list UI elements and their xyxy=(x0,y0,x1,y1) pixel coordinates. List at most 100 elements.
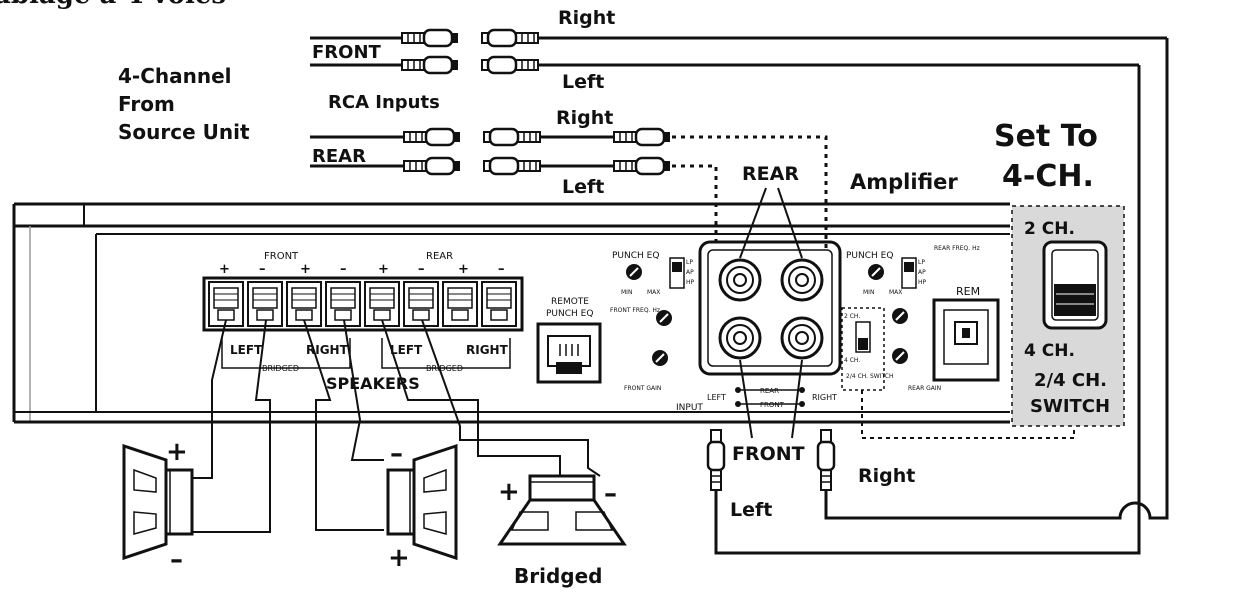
terminal-right-label: RIGHT xyxy=(306,343,349,357)
front-left-plug-label: Left xyxy=(730,499,772,521)
speakers-label: SPEAKERS xyxy=(326,374,420,393)
rca-rear-left-label: Left xyxy=(562,176,604,198)
terminal-plus-3: + xyxy=(378,262,389,277)
remote-punch-eq-port: REMOTE PUNCH EQ xyxy=(536,297,602,384)
max-label-front: MAX xyxy=(647,289,660,296)
rca-front-right-label: Right xyxy=(558,7,615,29)
input-right-label: RIGHT xyxy=(812,393,837,402)
amplifier-chassis xyxy=(12,202,1010,424)
terminal-front-left-minus xyxy=(247,281,283,327)
input-front-label: FRONT xyxy=(760,401,785,409)
terminal-minus-4: – xyxy=(498,262,505,277)
terminal-plus-2: + xyxy=(300,262,311,277)
terminal-front-right-minus xyxy=(325,281,361,327)
small-switch-label: 2/4 CH. SWITCH xyxy=(846,373,894,380)
punch-eq-label-rear: PUNCH EQ xyxy=(846,251,893,261)
rca-plug-front-right-source xyxy=(400,28,460,48)
speaker-bridged-plus: + xyxy=(498,477,520,507)
terminal-bridged-label-rear: BRIDGED xyxy=(426,364,463,373)
rca-plug-front-left-amp xyxy=(480,55,540,75)
terminal-front-right-plus xyxy=(286,281,322,327)
big-switch-label-line1: 2/4 CH. xyxy=(1034,370,1107,391)
rem-terminal: REM xyxy=(932,285,1000,382)
set-to-4ch-label: 4-CH. xyxy=(1002,159,1094,194)
input-rear-label: REAR xyxy=(760,387,779,395)
rca-plug-rear-right-mid xyxy=(482,127,542,147)
terminal-left-label-rear: LEFT xyxy=(390,343,423,357)
input-jack-rear-right xyxy=(780,258,824,302)
front-filter-switch xyxy=(669,257,685,289)
source-label-line3: Source Unit xyxy=(118,120,250,144)
switch-callout-line xyxy=(861,390,1075,439)
set-to-label: Set To xyxy=(994,119,1098,154)
terminal-front-left-plus xyxy=(208,281,244,327)
punch-eq-label-front: PUNCH EQ xyxy=(612,251,659,261)
terminal-front-label: FRONT xyxy=(264,251,299,262)
rca-plug-rear-left-amp xyxy=(612,156,672,176)
speaker-front-right: – + xyxy=(386,439,458,573)
rca-plug-front-left-source xyxy=(400,55,460,75)
rear-freq-label: REAR FREQ. Hz xyxy=(934,245,980,252)
ap-label-front: AP xyxy=(686,269,694,276)
rear-gain-label: REAR GAIN xyxy=(908,385,941,392)
terminal-plus-4: + xyxy=(458,262,469,277)
remote-label-line1: REMOTE xyxy=(551,297,589,307)
terminal-rear-right-minus xyxy=(481,281,517,327)
rca-front-label: FRONT xyxy=(312,42,382,63)
speaker-terminal-block: FRONT REAR + – + – + – + – LEFT RIGHT LE… xyxy=(202,251,524,393)
input-jack-rear-left xyxy=(718,258,762,302)
front-inputs-label: FRONT xyxy=(732,443,805,465)
terminal-left-label: LEFT xyxy=(230,343,263,357)
input-jack-panel: REAR INPUT LEFT RIGHT REAR FRONT FRONT xyxy=(676,163,842,465)
bridged-label: Bridged xyxy=(514,564,602,588)
front-freq-label: FRONT FREQ. Hz xyxy=(610,307,660,314)
speaker-front-left-plus: + xyxy=(166,437,188,467)
rca-plug-rear-right-source xyxy=(402,127,462,147)
big-switch-label-line2: SWITCH xyxy=(1030,396,1110,417)
max-label-rear: MAX xyxy=(889,289,902,296)
terminal-minus-3: – xyxy=(418,262,425,277)
lp-label-front: LP xyxy=(686,259,693,266)
terminal-minus-1: – xyxy=(259,262,266,277)
small-switch-2ch-label: 2 CH. xyxy=(844,313,860,320)
front-right-cable xyxy=(824,38,1169,520)
rear-filter-switch xyxy=(901,257,917,289)
punch-eq-knob-front xyxy=(625,263,643,281)
front-controls: PUNCH EQ MIN MAX LP AP HP FRONT FREQ. Hz… xyxy=(610,251,695,392)
punch-eq-knob-rear xyxy=(867,263,885,281)
input-jack-front-right xyxy=(780,316,824,360)
front-left-rca-plug xyxy=(706,428,726,492)
speaker-front-left-minus: – xyxy=(170,545,183,575)
hp-label-rear: HP xyxy=(918,279,927,286)
rca-heading: RCA Inputs xyxy=(328,92,440,113)
speaker-bridged: + – Bridged xyxy=(497,474,627,588)
speaker-front-right-minus: – xyxy=(390,439,403,469)
terminal-rear-right-plus xyxy=(442,281,478,327)
small-switch-4ch-label: 4 CH. xyxy=(844,357,860,364)
rem-label: REM xyxy=(956,285,980,298)
rear-controls: PUNCH EQ MIN MAX LP AP HP REAR FREQ. Hz … xyxy=(841,245,980,392)
source-label-line1: 4-Channel xyxy=(118,64,232,88)
rca-front-left-label: Left xyxy=(562,71,604,93)
channel-switch-callout: Set To 4-CH. 2 CH. 4 CH. 2/4 CH. SWITCH xyxy=(994,119,1125,427)
amplifier-label: Amplifier xyxy=(850,170,958,194)
big-switch-2ch-label: 2 CH. xyxy=(1024,219,1075,239)
input-jack-front-left xyxy=(718,316,762,360)
ap-label-rear: AP xyxy=(918,269,926,276)
front-gain-label: FRONT GAIN xyxy=(624,385,661,392)
input-label: INPUT xyxy=(676,403,703,413)
rca-plug-front-right-amp xyxy=(480,28,540,48)
speaker-front-left: + – xyxy=(122,437,194,575)
terminal-rear-label: REAR xyxy=(426,251,453,262)
min-label-front: MIN xyxy=(621,289,632,296)
rca-inputs: FRONT RCA Inputs REAR Right Left Right L… xyxy=(310,7,1167,248)
lp-label-rear: LP xyxy=(918,259,925,266)
terminal-rear-left-minus xyxy=(403,281,439,327)
rear-freq-knob xyxy=(891,307,909,325)
front-left-cable xyxy=(714,65,1141,555)
rca-plug-rear-right-amp xyxy=(612,127,672,147)
rca-plug-rear-left-mid xyxy=(482,156,542,176)
rca-plug-rear-left-source xyxy=(402,156,462,176)
min-label-rear: MIN xyxy=(863,289,874,296)
